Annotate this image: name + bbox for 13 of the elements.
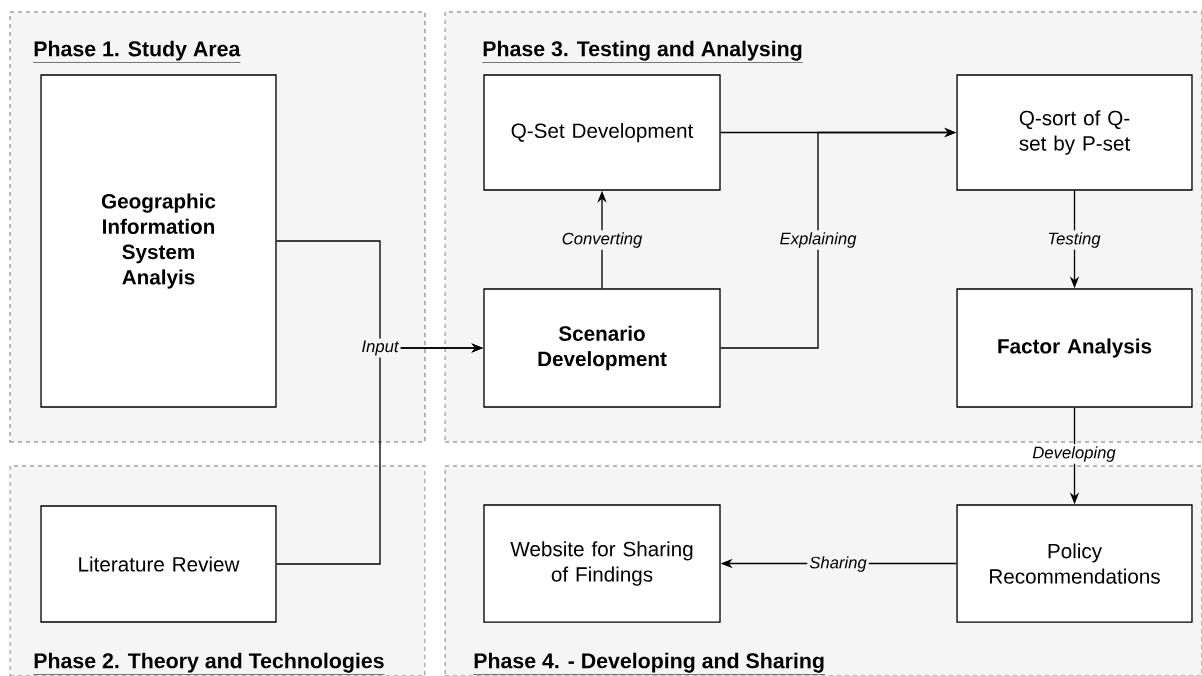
edge-label: Converting (559, 230, 645, 250)
edge-label: Developing (1030, 444, 1118, 464)
process-box: Literature Review (40, 505, 277, 623)
process-box: Q-sort of Q-set by P-set (956, 74, 1193, 191)
process-box: Policy Recommendations (956, 504, 1193, 623)
process-box: Geographic Information System Analyis (40, 74, 277, 408)
edge-label: Explaining (777, 230, 859, 250)
process-box: Scenario Development (483, 288, 721, 408)
process-box: Website for Sharing of Findings (483, 504, 721, 623)
process-box: Q-Set Development (483, 74, 721, 191)
edge-label: Testing (1045, 230, 1103, 250)
edge-label: Sharing (807, 554, 869, 574)
process-box: Factor Analysis (956, 288, 1193, 408)
